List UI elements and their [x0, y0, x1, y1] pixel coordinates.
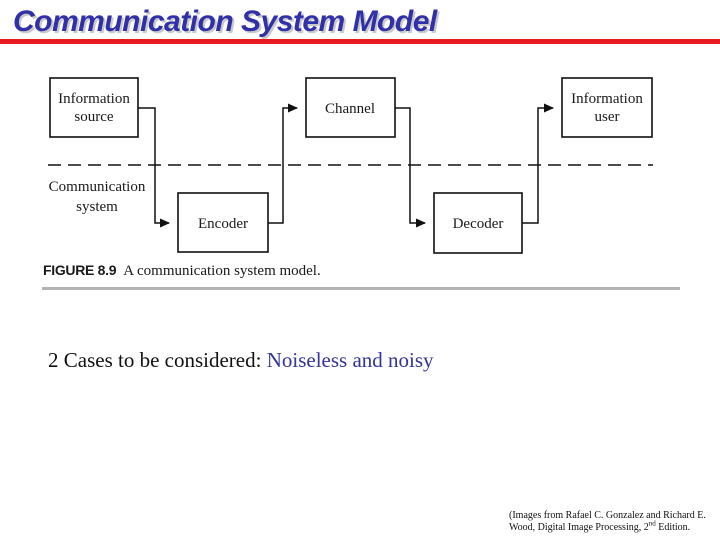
information-user-box	[561, 77, 653, 138]
figure-caption-text: A communication system model.	[123, 263, 321, 279]
body-text-highlight: Noiseless and noisy	[266, 348, 434, 372]
page-title: Communication System Model	[13, 5, 437, 38]
body-text-prefix: 2 Cases to be considered:	[48, 348, 267, 372]
information-source-label-line2: source	[74, 109, 113, 125]
citation-line2-superscript: nd	[648, 519, 656, 528]
communication-system-label-line1: Communication	[49, 179, 146, 195]
channel-label: Channel	[325, 101, 375, 117]
citation-line2-pre: Wood, Digital Image Processing, 2	[509, 522, 649, 533]
decoder-label: Decoder	[453, 216, 504, 232]
connector-channel-to-decoder	[395, 107, 426, 228]
communication-system-label-line2: system	[76, 199, 118, 215]
communication-system-diagram: Information source Channel Information u…	[48, 77, 653, 254]
caption-divider-line	[42, 287, 680, 290]
citation-line2-post: Edition.	[655, 522, 691, 533]
information-source-box	[49, 77, 139, 138]
information-source-label-line1: Information	[58, 91, 130, 107]
information-user-label-line1: Information	[571, 91, 643, 107]
citation: (Images from Rafael C. Gonzalez and Rich…	[509, 510, 714, 534]
channel-box	[305, 77, 396, 138]
connector-encoder-to-channel	[268, 103, 298, 224]
figure-caption-number: FIGURE 8.9	[43, 262, 117, 278]
encoder-label: Encoder	[198, 216, 248, 232]
title-underline-rule	[0, 39, 720, 44]
citation-line1: (Images from Rafael C. Gonzalez and Rich…	[509, 510, 706, 521]
connector-decoder-to-user	[522, 103, 554, 224]
figure-caption: FIGURE 8.9 A communication system model.	[43, 262, 321, 280]
information-user-label-line2: user	[595, 109, 620, 125]
citation-line2: Wood, Digital Image Processing, 2nd Edit…	[509, 519, 714, 534]
body-text: 2 Cases to be considered: Noiseless and …	[48, 348, 434, 373]
connector-source-to-encoder	[138, 107, 170, 228]
